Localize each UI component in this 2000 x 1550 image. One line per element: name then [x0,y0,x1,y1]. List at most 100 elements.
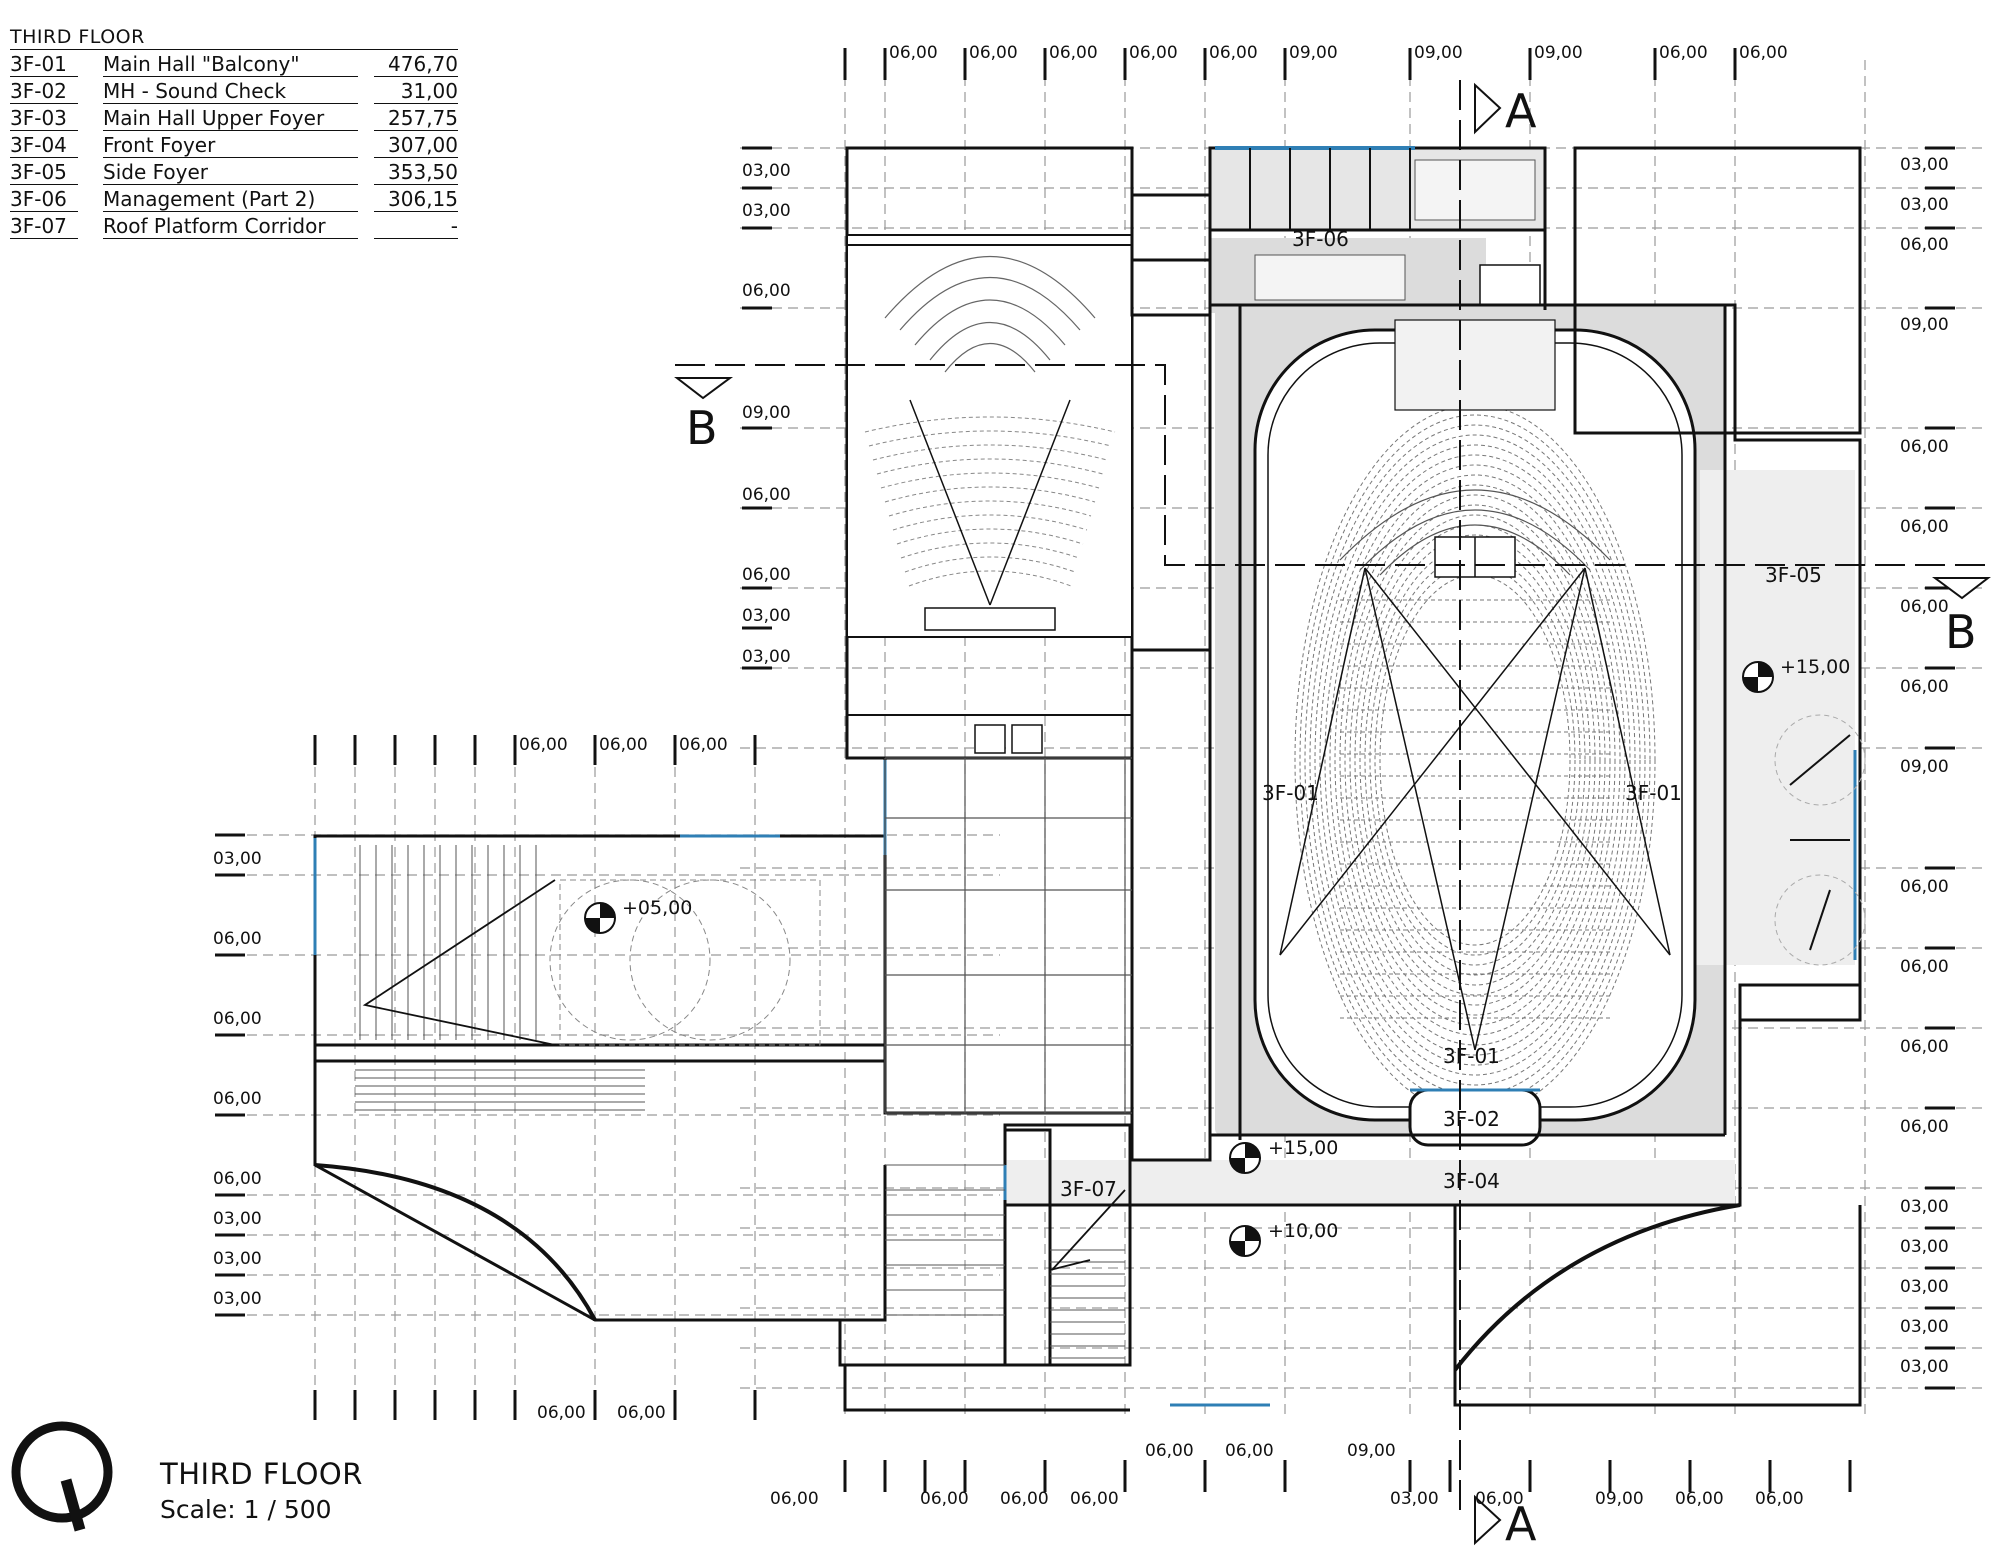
seating-chamber-hall [864,416,1116,587]
section-label-b-right: B [1945,605,1977,659]
legend-code: 3F-05 [10,160,78,185]
dimension-label: 06,00 [599,735,648,755]
legend-name: Main Hall "Balcony" [103,52,358,77]
seating-main-hall [1294,404,1656,1116]
dimension-label: 06,00 [1475,1489,1524,1509]
dimension-label: 06,00 [1675,1489,1724,1509]
room-label: 3F-01 [1443,1044,1500,1068]
dimension-label: 06,00 [1900,437,1949,457]
dimension-label: 09,00 [1414,43,1463,63]
title-block: THIRD FLOOR Scale: 1 / 500 [160,1457,363,1524]
seat-row [1309,434,1641,1086]
grid-ticks [215,48,1955,1492]
dimension-label: 06,00 [679,735,728,755]
dimension-label: 06,00 [1739,43,1788,63]
dimension-label: 06,00 [920,1489,969,1509]
dimension-label: 09,00 [1289,43,1338,63]
dimension-label: 06,00 [1900,597,1949,617]
dimension-label: 09,00 [1534,43,1583,63]
room-labels: 3F-06 3F-05 3F-01 3F-01 3F-01 3F-02 3F-0… [1060,227,1822,1201]
dimension-label: 06,00 [1070,1489,1119,1509]
section-label-b-left: B [686,401,718,455]
dimension-label: 03,00 [742,161,791,181]
dimension-label: 06,00 [1659,43,1708,63]
legend-row: 3F-05 Side Foyer 353,50 [10,158,458,185]
section-arrow-b-left [674,377,734,400]
dimension-label: 06,00 [519,735,568,755]
legend-code: 3F-03 [10,106,78,131]
seat-row [1299,414,1651,1106]
legend-name: MH - Sound Check [103,79,358,104]
section-label-a-bottom: A [1505,1497,1537,1550]
dimension-label: 06,00 [1900,877,1949,897]
sightlines [1279,567,1671,1051]
dimension-label: 03,00 [1900,195,1949,215]
seat-row [864,416,1116,433]
dimension-label: 03,00 [742,647,791,667]
room-label: 3F-02 [1443,1107,1500,1131]
room-label: 3F-01 [1625,781,1682,805]
level-label: +10,00 [1268,1220,1338,1242]
legend-area: 307,00 [374,133,458,158]
legend-area: 31,00 [374,79,458,104]
seat-row [904,556,1076,573]
dimension-label: 03,00 [213,1209,262,1229]
dimension-label: 06,00 [742,281,791,301]
dimension-label: 03,00 [742,606,791,626]
seat-row [892,514,1088,531]
dimension-label: 06,00 [537,1403,586,1423]
section-arrow-b-right [1931,577,1991,600]
seat-row [868,430,1112,447]
dimension-label: 06,00 [213,929,262,949]
seat-row [1334,484,1616,1036]
level-marker: +05,00 [584,897,692,934]
management-offices [1208,146,1547,310]
seat-row [1329,474,1621,1046]
dimension-label: 06,00 [617,1403,666,1423]
seat-row [896,528,1084,545]
dimension-label: 06,00 [213,1009,262,1029]
dimension-label: 06,00 [1755,1489,1804,1509]
dimension-label: 06,00 [969,43,1018,63]
legend-code: 3F-04 [10,133,78,158]
dimension-label: 06,00 [1900,1117,1949,1137]
seat-row [884,486,1096,503]
chamber-hall [845,146,1134,760]
seat-row [1324,464,1626,1056]
seat-row [1339,494,1611,1026]
legend-name: Management (Part 2) [103,187,358,212]
legend-area: 353,50 [374,160,458,185]
legend-code: 3F-02 [10,79,78,104]
main-hall [1253,319,1697,1147]
legend-code: 3F-06 [10,187,78,212]
dimension-label: 06,00 [1225,1441,1274,1461]
dimension-label: 03,00 [1390,1489,1439,1509]
room-label: 3F-05 [1765,563,1822,587]
level-markers: +15,00 +15,00 +10,00 +05,00 [584,656,1850,1257]
seat-row [1359,534,1591,986]
seat-row [1354,524,1596,996]
dimension-label: 03,00 [1900,155,1949,175]
dimension-label: 06,00 [1900,517,1949,537]
seat-row [900,542,1080,559]
north-arrow-logo [11,1421,113,1532]
legend-name: Main Hall Upper Foyer [103,106,358,131]
dimension-label: 06,00 [213,1089,262,1109]
seat-row [1374,564,1576,956]
level-label: +15,00 [1780,656,1850,678]
dimension-label: 03,00 [1900,1357,1949,1377]
room-label: 3F-07 [1060,1177,1117,1201]
dimension-label: 06,00 [770,1489,819,1509]
dimension-label: 03,00 [742,201,791,221]
seat-row [872,444,1108,461]
legend-name: Side Foyer [103,160,358,185]
seat-row [876,458,1104,475]
dimension-label: 09,00 [742,403,791,423]
dimension-label: 06,00 [889,43,938,63]
dashed-circles [549,879,821,1046]
dimension-label: 06,00 [1145,1441,1194,1461]
